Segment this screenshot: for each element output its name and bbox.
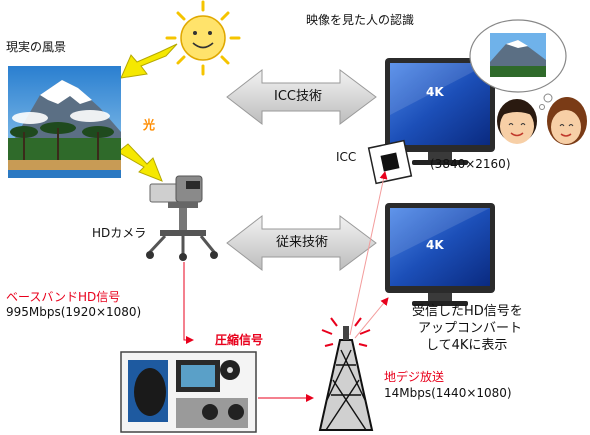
upconvert-line-3: して4Kに表示 xyxy=(426,338,508,353)
landscape-picture xyxy=(8,66,121,178)
broadcast-to-tv-top xyxy=(349,171,388,336)
broadcast-to-tv-bottom xyxy=(354,297,389,339)
hd-camera-icon xyxy=(146,175,218,261)
baseband-spec: 995Mbps(1920×1080) xyxy=(6,305,142,319)
icc-tech-label: ICC技術 xyxy=(274,89,322,104)
baseband-signal-line xyxy=(183,262,194,344)
upconvert-line-2: アップコンバート xyxy=(418,321,523,336)
viewers-icon xyxy=(497,97,587,145)
tv-4k-resolution-label: (3840×2160) xyxy=(430,157,511,171)
light-label: 光 xyxy=(143,118,156,132)
hd-camera-label: HDカメラ xyxy=(92,226,147,240)
light-arrow-down-right xyxy=(117,143,163,182)
icc-label: ICC xyxy=(336,150,357,164)
terrestrial-title: 地デジ放送 xyxy=(384,370,445,384)
compression-label: 圧縮信号 xyxy=(215,333,264,347)
light-arrow-down-left xyxy=(120,43,178,79)
icc-tech-arrow xyxy=(226,68,377,126)
perceived-label: 映像を見た人の認識 xyxy=(306,13,415,27)
tv-top-4k-label: 4K xyxy=(426,85,444,99)
conventional-tech-arrow xyxy=(226,214,377,272)
conventional-tech-label: 従来技術 xyxy=(276,235,329,250)
tv-bottom-4k-label: 4K xyxy=(426,238,444,252)
tv-4k-bottom xyxy=(385,203,495,306)
thought-bubble xyxy=(469,19,567,110)
sun-icon xyxy=(165,0,241,76)
icc-chip-icon xyxy=(367,139,413,185)
baseband-title: ベースバンドHD信号 xyxy=(6,290,121,304)
upconvert-line-1: 受信したHD信号を xyxy=(412,304,523,319)
broadcast-tower-icon xyxy=(318,317,374,431)
terrestrial-spec: 14Mbps(1440×1080) xyxy=(384,386,512,400)
real-scene-label: 現実の風景 xyxy=(6,40,67,54)
encoder-station-icon xyxy=(120,351,257,433)
tv-4k-top xyxy=(385,58,495,165)
